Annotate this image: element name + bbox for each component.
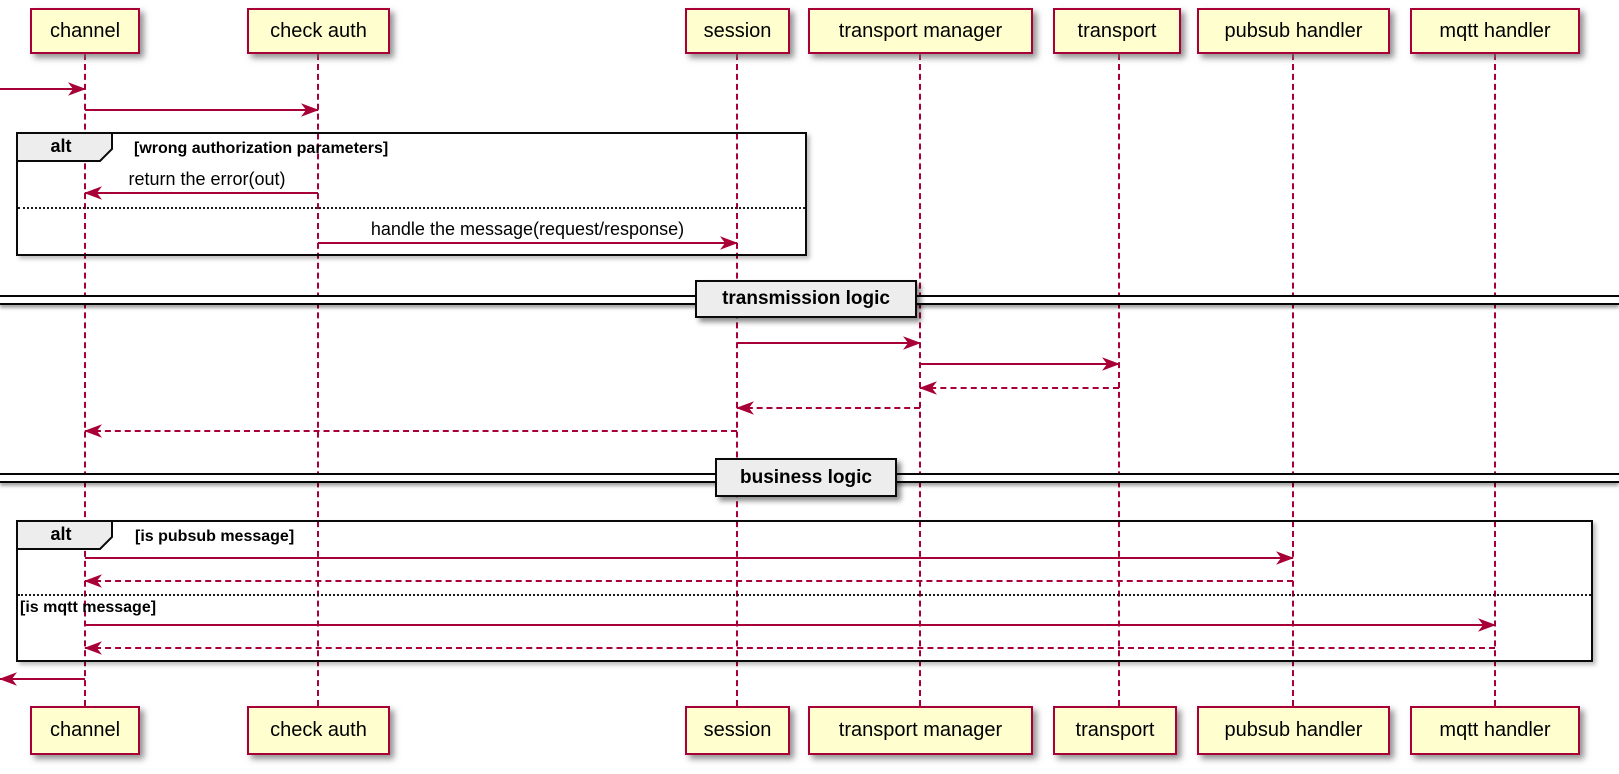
alt-frame-auth: alt [wrong authorization parameters]	[16, 132, 807, 256]
lifeline-check-auth	[317, 54, 319, 706]
message-label-return-error: return the error(out)	[128, 169, 286, 189]
alt-label-pentagon	[16, 520, 113, 550]
lifeline-transport	[1118, 54, 1120, 706]
participant-box-check-auth-bottom: check auth	[247, 706, 390, 755]
divider-business-logic: business logic	[715, 458, 897, 497]
message-arrow-session-return-channel	[84, 424, 737, 438]
participant-box-pubsub-handler-bottom: pubsub handler	[1197, 706, 1390, 755]
message-arrow-in-to-channel	[0, 82, 86, 96]
participant-label: transport	[1075, 719, 1155, 741]
participant-label: channel	[49, 719, 121, 741]
lifeline-channel	[84, 54, 86, 706]
participant-label: pubsub handler	[1224, 19, 1363, 42]
message-arrow-tm-return-session	[736, 401, 920, 415]
alt-condition: [wrong authorization parameters]	[134, 140, 389, 157]
participant-box-session-top: session	[685, 8, 790, 54]
participant-label: session	[703, 719, 772, 741]
participant-box-session-bottom: session	[685, 706, 790, 755]
arrowhead-left-icon	[84, 424, 102, 438]
participant-box-check-auth-top: check auth	[247, 8, 390, 54]
participant-label: check auth	[270, 19, 367, 42]
participant-box-transport-manager-bottom: transport manager	[808, 706, 1033, 755]
participant-box-transport-manager-top: transport manager	[808, 8, 1033, 54]
message-arrow-pubsub-return-channel	[84, 574, 1293, 588]
alt-else-divider	[18, 594, 1591, 596]
message-arrow-channel-to-mqtt	[85, 618, 1496, 632]
lifeline-transport-manager	[919, 54, 921, 706]
participant-label: pubsub handler	[1224, 719, 1363, 741]
alt-operator: alt	[50, 136, 72, 156]
divider-label: transmission logic	[722, 288, 890, 309]
participant-label: transport manager	[838, 19, 1003, 42]
message-arrow-transport-return-tm	[919, 381, 1119, 395]
message-label-handle-message: handle the message(request/response)	[370, 219, 685, 239]
participant-box-pubsub-handler-top: pubsub handler	[1197, 8, 1390, 54]
participant-label: check auth	[270, 719, 367, 741]
message-arrow-session-to-tm	[737, 336, 921, 350]
arrowhead-left-icon	[736, 401, 754, 415]
alt-operator: alt	[50, 524, 72, 544]
participant-box-channel-top: channel	[30, 8, 140, 54]
participant-label: transport	[1077, 19, 1157, 42]
alt-else-divider	[18, 207, 805, 209]
participant-label: session	[703, 19, 772, 42]
divider-label: business logic	[740, 466, 872, 488]
message-arrow-channel-to-checkauth	[85, 103, 319, 117]
lifeline-mqtt-handler	[1494, 54, 1496, 706]
message-arrow-handle-message	[318, 236, 738, 250]
participant-box-mqtt-handler-bottom: mqtt handler	[1410, 706, 1580, 755]
message-arrow-channel-to-pubsub	[85, 551, 1294, 565]
alt-condition-mqtt: [is mqtt message]	[20, 599, 157, 616]
alt-condition-pubsub: [is pubsub message]	[135, 528, 295, 545]
participant-label: mqtt handler	[1439, 19, 1551, 42]
arrowhead-left-icon	[0, 672, 17, 686]
participant-box-channel-bottom: channel	[30, 706, 140, 755]
participant-box-transport-top: transport	[1053, 8, 1181, 54]
participant-label: channel	[49, 19, 121, 42]
participant-label: transport manager	[838, 719, 1003, 741]
arrowhead-left-icon	[919, 381, 937, 395]
message-arrow-channel-to-out	[0, 672, 85, 686]
lifeline-pubsub-handler	[1292, 54, 1294, 706]
message-arrow-mqtt-return-channel	[84, 641, 1495, 655]
alt-label-pentagon	[16, 132, 113, 162]
message-arrow-tm-to-transport	[920, 357, 1120, 371]
lifeline-session	[736, 54, 738, 706]
alt-frame-dispatch: alt [is pubsub message] [is mqtt message…	[16, 520, 1593, 662]
divider-transmission-logic: transmission logic	[695, 280, 917, 318]
participant-box-mqtt-handler-top: mqtt handler	[1410, 8, 1580, 54]
participant-box-transport-bottom: transport	[1053, 706, 1177, 755]
message-arrow-return-error	[84, 186, 318, 200]
participant-label: mqtt handler	[1439, 719, 1551, 741]
